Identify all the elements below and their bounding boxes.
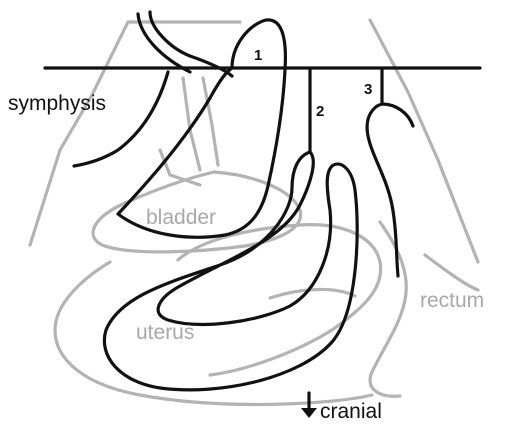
label-uterus: uterus <box>136 321 194 344</box>
label-cranial: cranial <box>320 400 382 423</box>
pelvic-inner-line <box>270 289 355 298</box>
field-outline-left <box>30 22 128 245</box>
rectum-right-line <box>425 255 478 290</box>
grey-anatomy-group <box>30 20 478 404</box>
probe-3-hook <box>367 104 398 276</box>
black-outline-group <box>45 12 480 418</box>
label-rectum: rectum <box>420 289 484 312</box>
label-symphysis: symphysis <box>8 92 106 115</box>
label-probe-2: 2 <box>316 103 324 120</box>
bladder-inner-line <box>160 150 200 185</box>
arrow-down-icon-head <box>301 408 317 418</box>
label-probe-3: 3 <box>364 81 372 98</box>
field-outline-right <box>370 20 478 262</box>
label-probe-1: 1 <box>254 47 262 64</box>
probe-3-tip <box>382 104 413 126</box>
label-bladder: bladder <box>146 206 216 229</box>
symphysis-black-lip <box>74 72 168 166</box>
arrow-down-icon <box>301 393 317 418</box>
